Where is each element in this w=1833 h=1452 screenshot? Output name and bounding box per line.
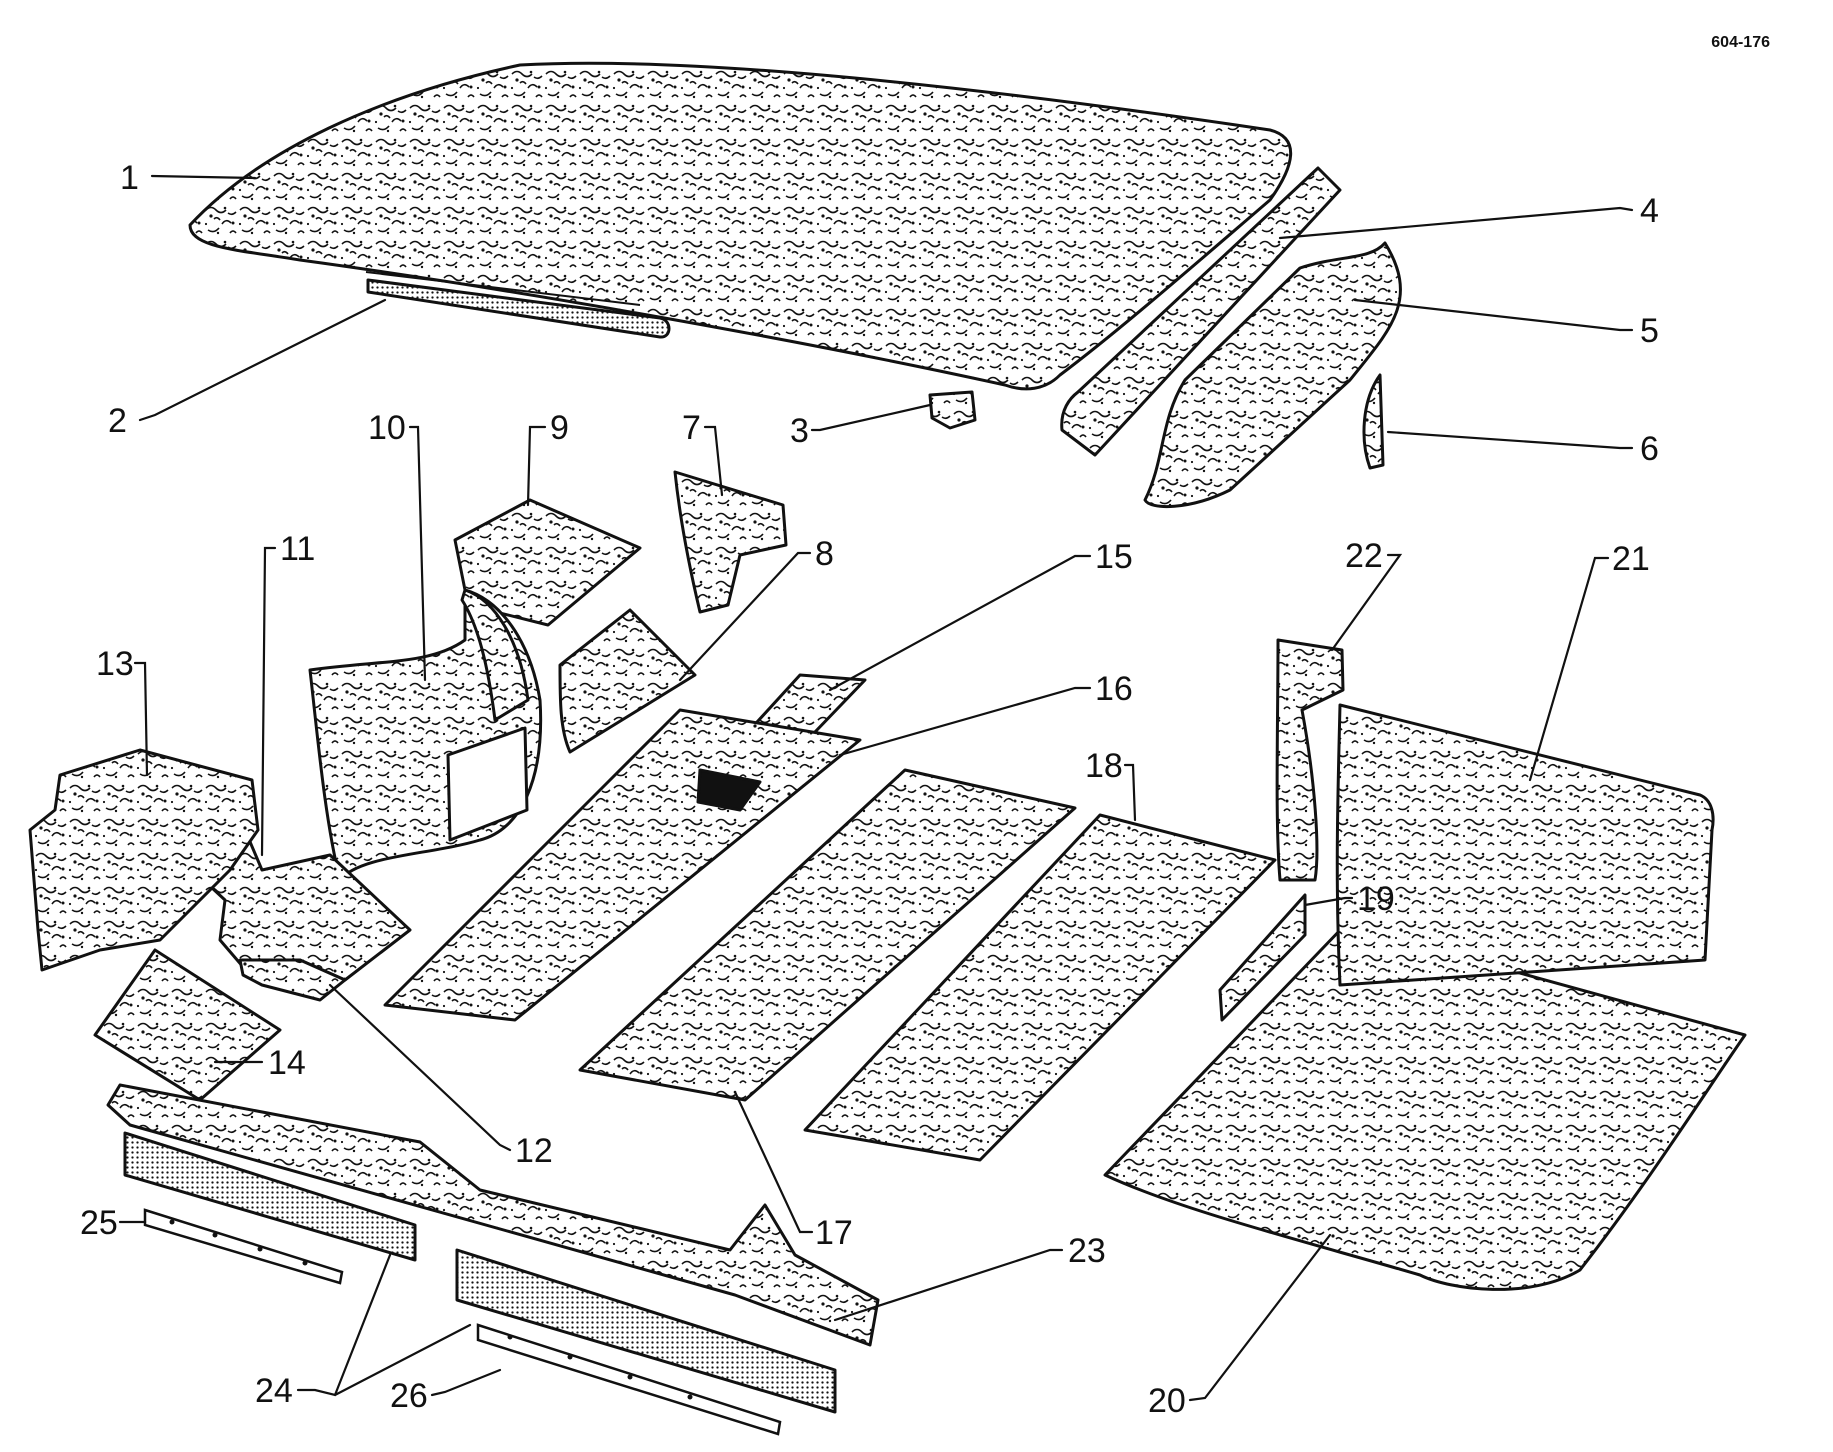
part-26-hole: [567, 1354, 573, 1360]
part-7-panel: [673, 470, 788, 614]
part-26-hole: [627, 1374, 633, 1380]
leader-15: [828, 554, 1092, 692]
callout-16: 16: [1095, 670, 1133, 708]
part-4-pillar-trim: [1060, 166, 1342, 457]
leader-24: [296, 1253, 472, 1397]
callout-15: 15: [1095, 538, 1133, 576]
part-10-strap: [446, 726, 529, 842]
callout-17: 17: [815, 1214, 853, 1252]
part-25-hole: [169, 1219, 175, 1225]
leader-6: [1386, 430, 1634, 450]
leader-12: [328, 983, 512, 1152]
part-23-sill-trim: [106, 1083, 880, 1347]
callout-9: 9: [550, 409, 569, 447]
part-24-mesh-strip-left: [123, 1131, 417, 1262]
callout-4: 4: [1640, 192, 1659, 230]
leader-9: [526, 425, 547, 507]
callout-6: 6: [1640, 430, 1659, 468]
part-18-floor-mat: [803, 813, 1277, 1162]
leader-1: [150, 174, 257, 180]
part-12-bracket-plate: [238, 958, 347, 1002]
part-24-mesh-strip-right: [455, 1248, 837, 1414]
leader-17: [733, 1090, 814, 1234]
part-26-hole: [507, 1334, 513, 1340]
part-20-rear-floor-mat: [1103, 923, 1747, 1291]
part-5-quarter-panel: [1143, 241, 1402, 509]
leader-21: [1528, 556, 1610, 782]
leader-18: [1123, 763, 1137, 822]
leader-20: [1188, 1233, 1332, 1402]
part-6-insert: [1362, 373, 1385, 470]
callout-14: 14: [268, 1044, 306, 1082]
leader-4: [1278, 206, 1634, 240]
leader-22: [1330, 553, 1403, 652]
leader-13: [133, 661, 149, 777]
callout-8: 8: [815, 535, 834, 573]
leader-8: [678, 551, 812, 682]
leader-7: [703, 425, 724, 497]
callout-25: 25: [80, 1204, 118, 1242]
leader-26: [430, 1368, 502, 1397]
part-25-hole: [257, 1246, 263, 1252]
callout-23: 23: [1068, 1232, 1106, 1270]
callout-26: 26: [390, 1377, 428, 1415]
part-22-pillar: [1275, 638, 1345, 882]
part-2-trim-strip: [366, 278, 671, 339]
callout-12: 12: [515, 1132, 553, 1170]
leader-2: [138, 298, 387, 422]
part-8-panel: [558, 608, 697, 754]
callout-13: 13: [96, 645, 134, 683]
leader-11: [260, 546, 277, 857]
part-17-floor-mat: [578, 768, 1077, 1102]
part-2-edge: [365, 271, 641, 306]
callout-7: 7: [682, 409, 701, 447]
part-3-clip: [928, 390, 977, 430]
part-10-inner-flange: [460, 588, 530, 722]
callout-18: 18: [1085, 747, 1123, 785]
part-21-seat-back-panel: [1335, 703, 1715, 987]
leader-3: [810, 403, 932, 432]
callout-5: 5: [1640, 312, 1659, 350]
part-25-hole: [212, 1232, 218, 1238]
callout-3: 3: [790, 412, 809, 450]
part-25-rail: [143, 1208, 344, 1285]
callout-1: 1: [120, 159, 139, 197]
part-26-hole: [687, 1394, 693, 1400]
callout-2: 2: [108, 402, 127, 440]
leader-10: [408, 425, 427, 682]
callout-10: 10: [368, 409, 406, 447]
callout-19: 19: [1357, 880, 1395, 918]
leader-19: [1303, 896, 1354, 907]
callout-22: 22: [1345, 537, 1383, 575]
part-26-rail: [476, 1323, 782, 1436]
leader-16: [838, 686, 1092, 757]
callout-21: 21: [1612, 540, 1650, 578]
drawing-number: 604-176: [1711, 34, 1770, 51]
callout-20: 20: [1148, 1382, 1186, 1420]
part-16-tunnel-cap: [696, 768, 762, 812]
callout-24: 24: [255, 1372, 293, 1410]
part-19-small-panel: [1218, 893, 1307, 1022]
leader-23: [833, 1248, 1064, 1322]
leader-5: [1353, 298, 1634, 332]
part-1-headliner: [188, 61, 1293, 391]
callout-11: 11: [280, 530, 315, 568]
part-25-hole: [302, 1260, 308, 1266]
part-13-side-panel: [28, 748, 260, 972]
